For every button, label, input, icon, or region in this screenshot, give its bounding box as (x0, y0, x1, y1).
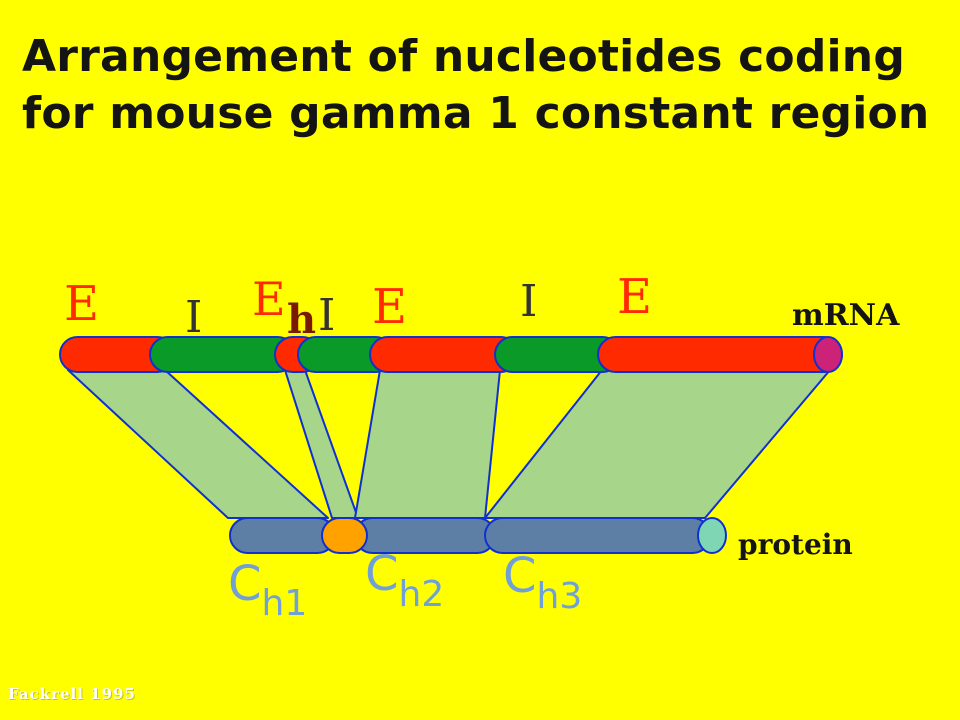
mrna-label: mRNA (792, 298, 900, 333)
slide-title: Arrangement of nucleotides coding for mo… (22, 28, 929, 142)
domain-ch3-base: C (503, 548, 537, 604)
title-line-2: for mouse gamma 1 constant region (22, 88, 930, 139)
domain-label-ch2: Ch2 (365, 546, 444, 615)
mrna-end-cap (813, 336, 843, 373)
protein-domain-labels: Ch1 Ch2 Ch3 (228, 546, 582, 624)
domain-label-ch1: Ch1 (228, 556, 307, 624)
label-hinge: h (287, 296, 316, 343)
exon-to-domain-mappings (67, 369, 831, 519)
mapping-exon1-ch1 (67, 369, 329, 519)
domain-ch2-sub: h2 (399, 574, 445, 615)
label-intron-2: I (318, 290, 335, 341)
domain-label-ch3: Ch3 (503, 548, 582, 617)
label-exon-1: E (64, 276, 99, 332)
label-intron-3: I (520, 276, 537, 327)
protein-hinge (321, 517, 368, 554)
mrna-bar (59, 336, 843, 373)
mrna-segment-labels: E I E h I E I E (64, 269, 652, 343)
mrna-intron-1 (149, 336, 296, 373)
label-exon-4: E (617, 269, 652, 325)
protein-label: protein (738, 528, 853, 561)
protein-end-cap (697, 517, 727, 554)
label-exon-2: E (252, 272, 286, 326)
domain-ch1-base: C (228, 556, 262, 612)
protein-domain-ch1 (229, 517, 336, 554)
mrna-exon-ch3 (597, 336, 843, 373)
domain-ch1-sub: h1 (262, 583, 308, 624)
mapping-exon2-ch2 (354, 369, 501, 519)
source-credit: Fackrell 1995 (8, 685, 136, 703)
domain-ch2-base: C (365, 546, 399, 602)
domain-ch3-sub: h3 (537, 576, 583, 617)
label-exon-3: E (372, 279, 407, 335)
protein-bar (229, 517, 727, 554)
label-intron-1: I (185, 292, 202, 343)
mapping-exon3-ch3 (484, 369, 831, 519)
title-line-1: Arrangement of nucleotides coding (22, 31, 906, 82)
